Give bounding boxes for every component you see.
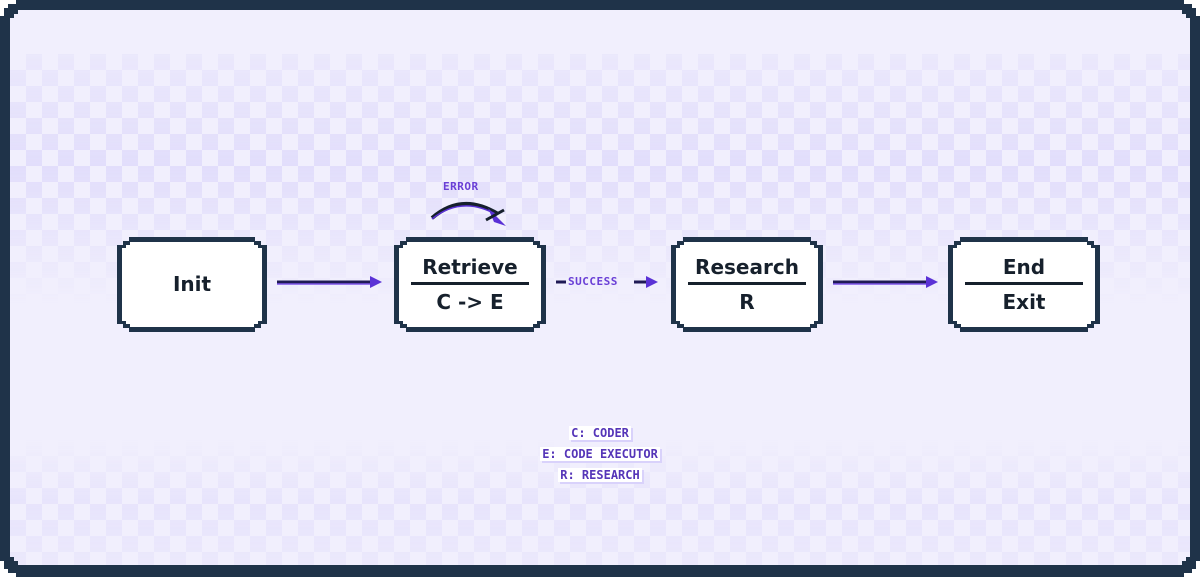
node-research-divider	[688, 282, 806, 285]
node-retrieve-divider	[411, 282, 529, 285]
node-retrieve-label: Retrieve	[422, 255, 518, 279]
node-init-body: Init	[122, 242, 262, 327]
node-end-body: End Exit	[953, 242, 1095, 327]
legend: C: CODER E: CODE EXECUTOR R: RESEARCH	[440, 423, 760, 486]
node-research-body: Research R	[676, 242, 818, 327]
edge-retrieve-loop	[430, 201, 506, 226]
node-end-sub: Exit	[1002, 290, 1046, 314]
edge-init-retrieve	[277, 276, 382, 288]
edge-label-error: ERROR	[443, 180, 479, 193]
node-end-label: End	[1002, 255, 1046, 279]
node-retrieve-sub: C -> E	[436, 290, 504, 314]
legend-item-research: R: RESEARCH	[558, 468, 642, 482]
node-end-divider	[965, 282, 1083, 285]
node-research-sub: R	[739, 290, 755, 314]
node-end[interactable]: End Exit	[948, 237, 1100, 332]
node-research-label: Research	[695, 255, 799, 279]
edge-research-end	[833, 276, 938, 288]
node-retrieve[interactable]: Retrieve C -> E	[394, 237, 546, 332]
edge-retrieve-research	[556, 276, 658, 288]
node-init[interactable]: Init	[117, 237, 267, 332]
node-research[interactable]: Research R	[671, 237, 823, 332]
legend-item-code-executor: E: CODE EXECUTOR	[540, 447, 660, 461]
edge-label-success: SUCCESS	[568, 275, 618, 288]
node-init-label: Init	[172, 272, 212, 296]
legend-item-coder: C: CODER	[569, 426, 631, 440]
node-retrieve-body: Retrieve C -> E	[399, 242, 541, 327]
